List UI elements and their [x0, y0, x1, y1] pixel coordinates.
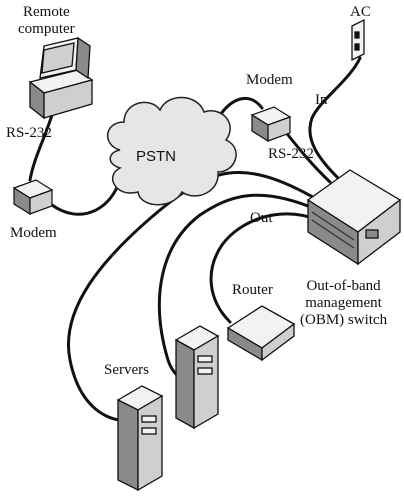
cable-ac-power: [308, 56, 362, 180]
server-icon: [116, 385, 164, 492]
remote-computer-label-line1: Remote: [23, 4, 70, 20]
in-label: In: [315, 92, 328, 108]
router-label: Router: [232, 282, 273, 298]
cloud-icon: [107, 96, 237, 206]
ac-label: AC: [350, 4, 371, 20]
cable-out-1: [67, 170, 320, 422]
cable-out-2: [157, 193, 320, 382]
computer-icon: [28, 36, 94, 120]
rs232-right-label: RS-232: [268, 146, 314, 162]
obm-switch-label-line2: management: [305, 295, 382, 311]
servers-label: Servers: [104, 362, 149, 378]
rs232-left-label: RS-232: [6, 125, 52, 141]
modem-icon: [12, 179, 54, 216]
modem-icon: [250, 106, 292, 143]
remote-computer-label-line2: computer: [18, 21, 75, 37]
cable-modem-pstn-left: [50, 183, 120, 216]
obm-switch-icon: [306, 169, 402, 266]
remote-computer-label: Remote computer: [18, 4, 75, 38]
cable-computer-modem: [28, 113, 54, 182]
obm-switch-label-line3: (OBM) switch: [300, 312, 388, 328]
pstn-label: PSTN: [136, 148, 177, 165]
obm-switch-label-line1: Out-of-band: [306, 278, 381, 294]
server-icon: [174, 325, 220, 430]
router-icon: [226, 305, 296, 362]
cable-modem-obm: [282, 128, 332, 184]
cable-out-router: [209, 212, 320, 324]
power-outlet-icon: [351, 18, 365, 62]
modem-top-label: Modem: [246, 72, 293, 88]
modem-left-label: Modem: [10, 225, 57, 241]
out-label: Out: [250, 210, 273, 226]
obm-switch-label: Out-of-band management (OBM) switch: [300, 278, 387, 329]
